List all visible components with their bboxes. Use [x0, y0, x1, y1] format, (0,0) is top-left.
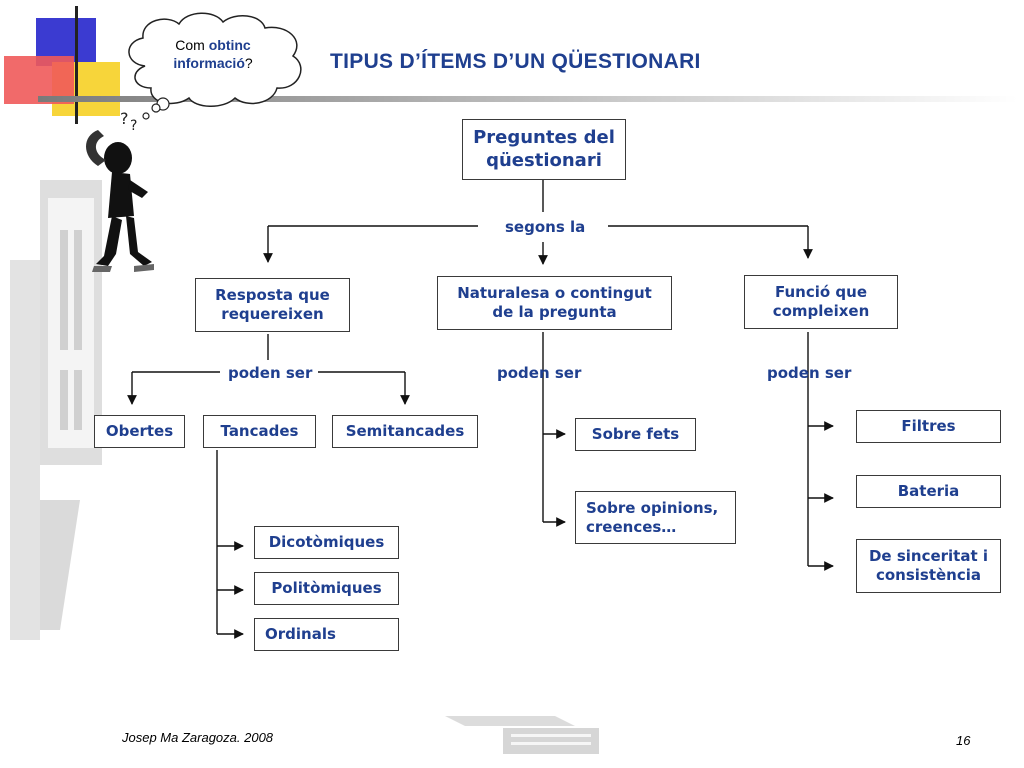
- cloud-highlight-obtinc: obtinc: [208, 37, 251, 53]
- svg-text:?: ?: [120, 109, 129, 128]
- root-line2: qüestionari: [486, 149, 602, 171]
- box-sobre-opinions: Sobre opinions, creences…: [575, 491, 736, 544]
- cloud-highlight-informacio: informació: [173, 55, 245, 72]
- page-number: 16: [956, 733, 971, 748]
- cloud-question: Com obtinc informació?: [173, 37, 253, 72]
- funcio-line1: Funció que: [774, 283, 867, 302]
- sinceritat-line2: consistència: [875, 566, 982, 584]
- box-resposta-requereixen: Resposta que requereixen: [195, 278, 350, 332]
- box-sobre-fets: Sobre fets: [575, 418, 696, 451]
- deco-vertical-line: [75, 6, 78, 124]
- page-title: TIPUS D’ÍTEMS D’UN QÜESTIONARI: [330, 50, 701, 73]
- label-poden-ser-funcio: poden ser: [767, 364, 852, 382]
- deco-horizontal-bar: [38, 96, 1018, 102]
- opinions-line1: Sobre opinions,: [586, 498, 719, 517]
- box-funcio-compleixen: Funció que compleixen: [744, 275, 898, 329]
- box-dicotomiques: Dicotòmiques: [254, 526, 399, 559]
- deco-bottom-shape: [445, 716, 599, 754]
- box-obertes: Obertes: [94, 415, 185, 448]
- label-poden-ser-naturalesa: poden ser: [497, 364, 582, 382]
- box-sinceritat-consistencia: De sinceritat i consistència: [856, 539, 1001, 593]
- root-line1: Preguntes del: [473, 127, 615, 148]
- box-bateria: Bateria: [856, 475, 1001, 508]
- box-preguntes-questionari: Preguntes del qüestionari: [462, 119, 626, 180]
- sinceritat-line1: De sinceritat i: [868, 547, 989, 566]
- resposta-line1: Resposta que: [215, 286, 330, 305]
- label-segons-la: segons la: [505, 218, 586, 236]
- svg-text:?: ?: [130, 118, 137, 134]
- box-semitancades: Semitancades: [332, 415, 478, 448]
- box-politomiques: Politòmiques: [254, 572, 399, 605]
- box-tancades: Tancades: [203, 415, 316, 448]
- box-ordinals: Ordinals: [254, 618, 399, 651]
- box-filtres: Filtres: [856, 410, 1001, 443]
- resposta-line2: requereixen: [221, 305, 324, 323]
- thinking-figure-illustration: ? ?: [86, 103, 161, 272]
- naturalesa-line1: Naturalesa o contingut: [457, 284, 652, 303]
- footer-author: Josep Ma Zaragoza. 2008: [122, 730, 274, 745]
- deco-left-shapes: [10, 180, 102, 640]
- label-poden-ser-resposta: poden ser: [228, 364, 313, 382]
- naturalesa-line2: de la pregunta: [492, 303, 617, 321]
- opinions-line2: creences…: [586, 517, 677, 536]
- funcio-line2: compleixen: [772, 302, 870, 320]
- box-naturalesa-contingut: Naturalesa o contingut de la pregunta: [437, 276, 672, 330]
